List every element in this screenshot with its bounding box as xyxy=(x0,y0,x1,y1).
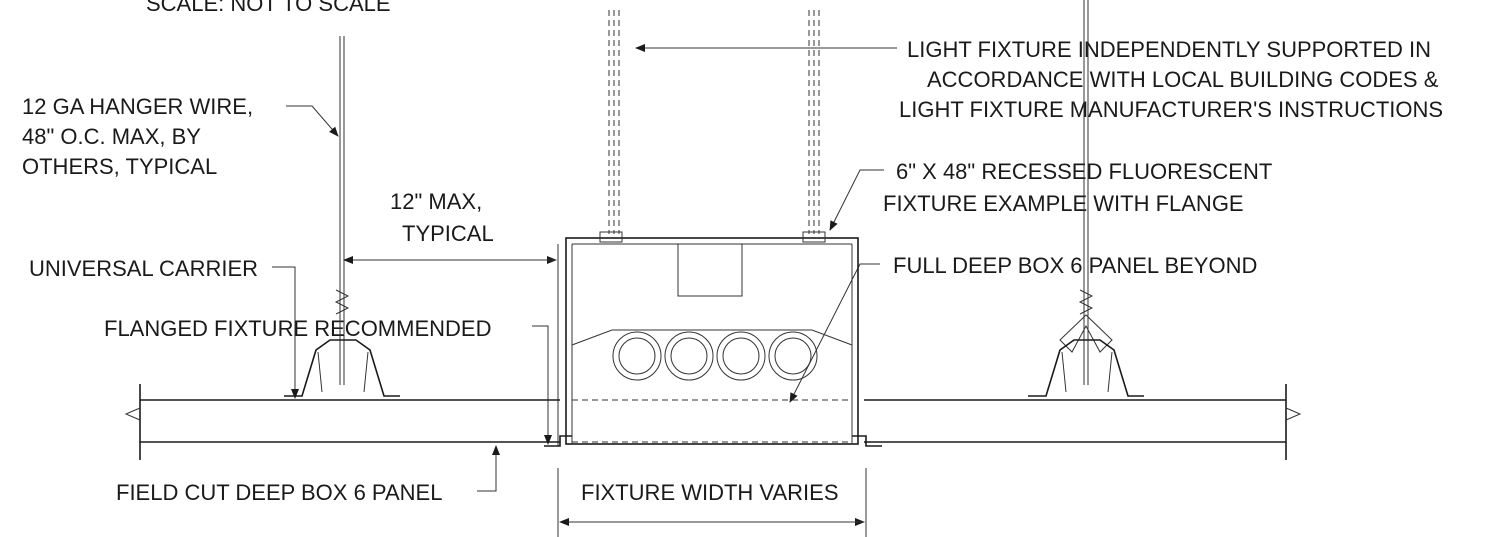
fixture-knockouts xyxy=(612,331,818,381)
fixture-width-label: FIXTURE WIDTH VARIES xyxy=(581,480,839,505)
max-spacing-label: 12" MAX, TYPICAL xyxy=(390,189,494,246)
ceiling-panel-right xyxy=(864,384,1302,460)
svg-text:LIGHT FIXTURE INDEPENDENTLY SU: LIGHT FIXTURE INDEPENDENTLY SUPPORTED IN xyxy=(907,37,1431,62)
svg-text:OTHERS, TYPICAL: OTHERS, TYPICAL xyxy=(22,154,217,179)
hanger-wires xyxy=(334,0,1113,385)
field-cut-panel-label: FIELD CUT DEEP BOX 6 PANEL xyxy=(116,480,442,505)
svg-text:ACCORDANCE WITH LOCAL BUILDING: ACCORDANCE WITH LOCAL BUILDING CODES & xyxy=(927,67,1439,92)
universal-carrier-left xyxy=(284,339,400,397)
recessed-fixture-label: 6" X 48" RECESSED FLUORESCENT FIXTURE EX… xyxy=(883,159,1272,216)
universal-carrier-right xyxy=(1028,339,1144,397)
ceiling-panel-left xyxy=(124,384,560,460)
svg-text:LIGHT FIXTURE MANUFACTURER'S I: LIGHT FIXTURE MANUFACTURER'S INSTRUCTION… xyxy=(899,97,1443,122)
fixture-support-rods xyxy=(608,10,820,234)
hanger-wire-label: 12 GA HANGER WIRE, 48" O.C. MAX, BY OTHE… xyxy=(22,94,253,179)
leader-lines xyxy=(272,44,897,492)
scale-note: SCALE: NOT TO SCALE xyxy=(146,0,391,16)
universal-carrier-label: UNIVERSAL CARRIER xyxy=(29,256,258,281)
dimension-fixture-width xyxy=(557,468,867,537)
svg-text:12 GA HANGER WIRE,: 12 GA HANGER WIRE, xyxy=(22,94,253,119)
full-deep-box-label: FULL DEEP BOX 6 PANEL BEYOND xyxy=(893,253,1257,278)
light-fixture-support-label: LIGHT FIXTURE INDEPENDENTLY SUPPORTED IN… xyxy=(899,37,1443,122)
recessed-fixture xyxy=(544,231,882,447)
svg-text:TYPICAL: TYPICAL xyxy=(402,221,494,246)
flanged-fixture-label: FLANGED FIXTURE RECOMMENDED xyxy=(104,316,491,341)
dimension-12-max xyxy=(343,244,559,446)
svg-text:FIXTURE EXAMPLE WITH FLANGE: FIXTURE EXAMPLE WITH FLANGE xyxy=(883,191,1244,216)
svg-text:48" O.C. MAX, BY: 48" O.C. MAX, BY xyxy=(22,124,201,149)
svg-text:12" MAX,: 12" MAX, xyxy=(390,189,482,214)
